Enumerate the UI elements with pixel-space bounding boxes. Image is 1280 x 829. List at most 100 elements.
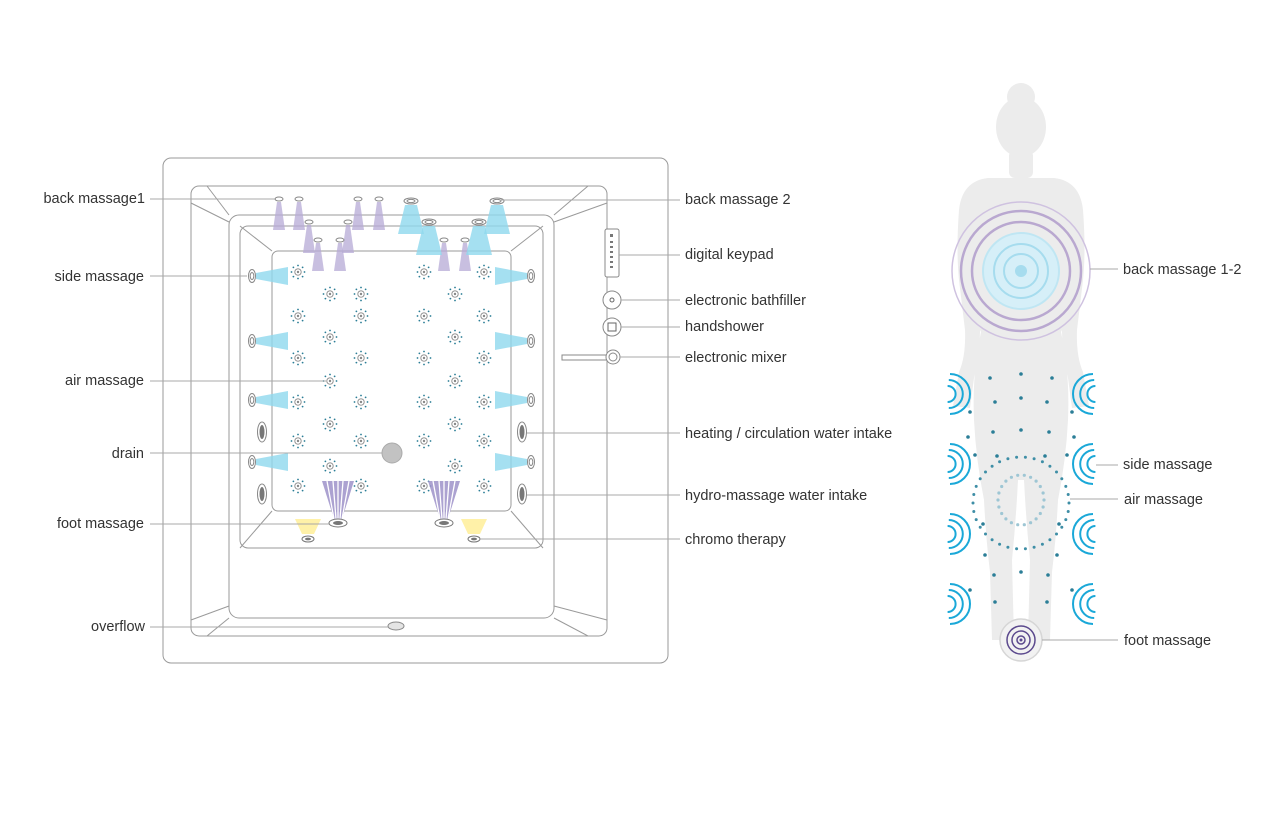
air-nozzle bbox=[447, 416, 463, 432]
air-nozzle bbox=[322, 329, 338, 345]
air-nozzle bbox=[290, 394, 306, 410]
label-body-back-massage: back massage 1-2 bbox=[1123, 262, 1241, 278]
label-chromo-therapy: chromo therapy bbox=[685, 532, 786, 548]
tub-rim bbox=[190, 185, 608, 637]
air-dot bbox=[997, 505, 1001, 509]
air-dot bbox=[1034, 517, 1038, 521]
air-nozzle bbox=[290, 478, 306, 494]
side-jet-left bbox=[248, 391, 288, 409]
air-dot bbox=[968, 410, 972, 414]
label-body-foot-massage: foot massage bbox=[1124, 633, 1211, 649]
side-wave bbox=[947, 443, 971, 485]
label-body-air-massage: air massage bbox=[1124, 492, 1203, 508]
heating-intake-left bbox=[257, 421, 267, 443]
air-dot bbox=[1038, 484, 1042, 489]
air-dot bbox=[1070, 588, 1074, 592]
air-dot bbox=[1048, 464, 1052, 468]
air-dot bbox=[1023, 455, 1027, 459]
body-foot-massage-rings bbox=[999, 618, 1043, 662]
chromo-lights bbox=[295, 519, 487, 543]
air-dot bbox=[1019, 570, 1023, 574]
silhouette-head bbox=[996, 97, 1046, 157]
air-nozzle bbox=[290, 264, 306, 280]
air-nozzle bbox=[290, 308, 306, 324]
air-dot bbox=[966, 435, 970, 439]
air-nozzle bbox=[447, 458, 463, 474]
air-dot bbox=[1015, 547, 1019, 551]
water-intakes bbox=[257, 421, 527, 505]
air-dot bbox=[1023, 547, 1027, 551]
air-dot bbox=[1009, 475, 1014, 479]
tub-leader-lines bbox=[150, 198, 680, 628]
air-dot bbox=[1065, 453, 1069, 457]
air-dot bbox=[1016, 523, 1020, 527]
foot-jet bbox=[322, 480, 354, 528]
air-dot bbox=[1034, 479, 1038, 483]
label-electronic-mixer: electronic mixer bbox=[685, 350, 787, 366]
air-dot bbox=[978, 525, 982, 529]
air-nozzle bbox=[290, 433, 306, 449]
air-dot bbox=[1072, 435, 1076, 439]
label-electronic-bathfiller: electronic bathfiller bbox=[685, 293, 806, 309]
air-dot bbox=[1009, 521, 1014, 525]
air-dot bbox=[1055, 532, 1058, 536]
chromo-light bbox=[295, 519, 321, 543]
side-wave bbox=[1072, 373, 1096, 415]
air-dot bbox=[1019, 396, 1023, 400]
air-nozzle bbox=[353, 350, 369, 366]
air-nozzle bbox=[353, 478, 369, 494]
side-wave bbox=[1072, 443, 1096, 485]
air-dot bbox=[1047, 430, 1051, 434]
air-nozzle bbox=[447, 286, 463, 302]
air-dot bbox=[1060, 525, 1064, 529]
tub-corner-line bbox=[510, 225, 544, 252]
back-jet-2 bbox=[484, 197, 510, 234]
body-silhouette bbox=[953, 83, 1089, 640]
hydro-intake-right bbox=[517, 483, 527, 505]
air-nozzle bbox=[447, 329, 463, 345]
air-nozzle bbox=[353, 308, 369, 324]
back-jet bbox=[342, 219, 354, 253]
side-jet-left bbox=[248, 267, 288, 285]
air-dot bbox=[990, 538, 994, 542]
overflow bbox=[387, 621, 405, 631]
air-dot bbox=[972, 493, 976, 496]
air-dot bbox=[998, 542, 1002, 546]
tub-corner-line bbox=[553, 202, 608, 223]
side-jet-right bbox=[495, 391, 535, 409]
air-dot bbox=[981, 522, 985, 526]
air-nozzle bbox=[476, 394, 492, 410]
air-dot bbox=[1006, 457, 1010, 461]
label-drain: drain bbox=[112, 446, 144, 462]
back-jet bbox=[373, 196, 385, 230]
hydro-intake-left bbox=[257, 483, 267, 505]
tub-corner-line bbox=[239, 225, 273, 252]
label-digital-keypad: digital keypad bbox=[685, 247, 774, 263]
tub-labels-left: back massage1 side massage air massage d… bbox=[43, 191, 145, 635]
air-dot bbox=[1066, 493, 1070, 496]
foot-jet bbox=[428, 480, 460, 528]
air-dot bbox=[1066, 510, 1070, 513]
air-dot bbox=[1064, 518, 1068, 522]
label-side-massage: side massage bbox=[55, 269, 144, 285]
tub-controls bbox=[561, 228, 622, 365]
air-nozzle bbox=[476, 478, 492, 494]
tub-outer-frame bbox=[162, 157, 669, 664]
air-nozzle bbox=[290, 350, 306, 366]
air-nozzle bbox=[416, 394, 432, 410]
silhouette-neck bbox=[1009, 150, 1033, 178]
air-dot bbox=[1055, 470, 1058, 474]
air-dot bbox=[1032, 545, 1036, 549]
air-dot bbox=[1004, 479, 1008, 483]
side-wave bbox=[947, 373, 971, 415]
air-dot bbox=[991, 430, 995, 434]
air-dot bbox=[996, 498, 1000, 502]
tub-corner-line bbox=[190, 202, 230, 223]
side-wave bbox=[1072, 583, 1096, 625]
air-dot bbox=[1004, 517, 1008, 521]
air-nozzle bbox=[476, 350, 492, 366]
side-jet-right bbox=[495, 332, 535, 350]
side-jet-right bbox=[495, 453, 535, 471]
air-dot bbox=[1006, 545, 1010, 549]
